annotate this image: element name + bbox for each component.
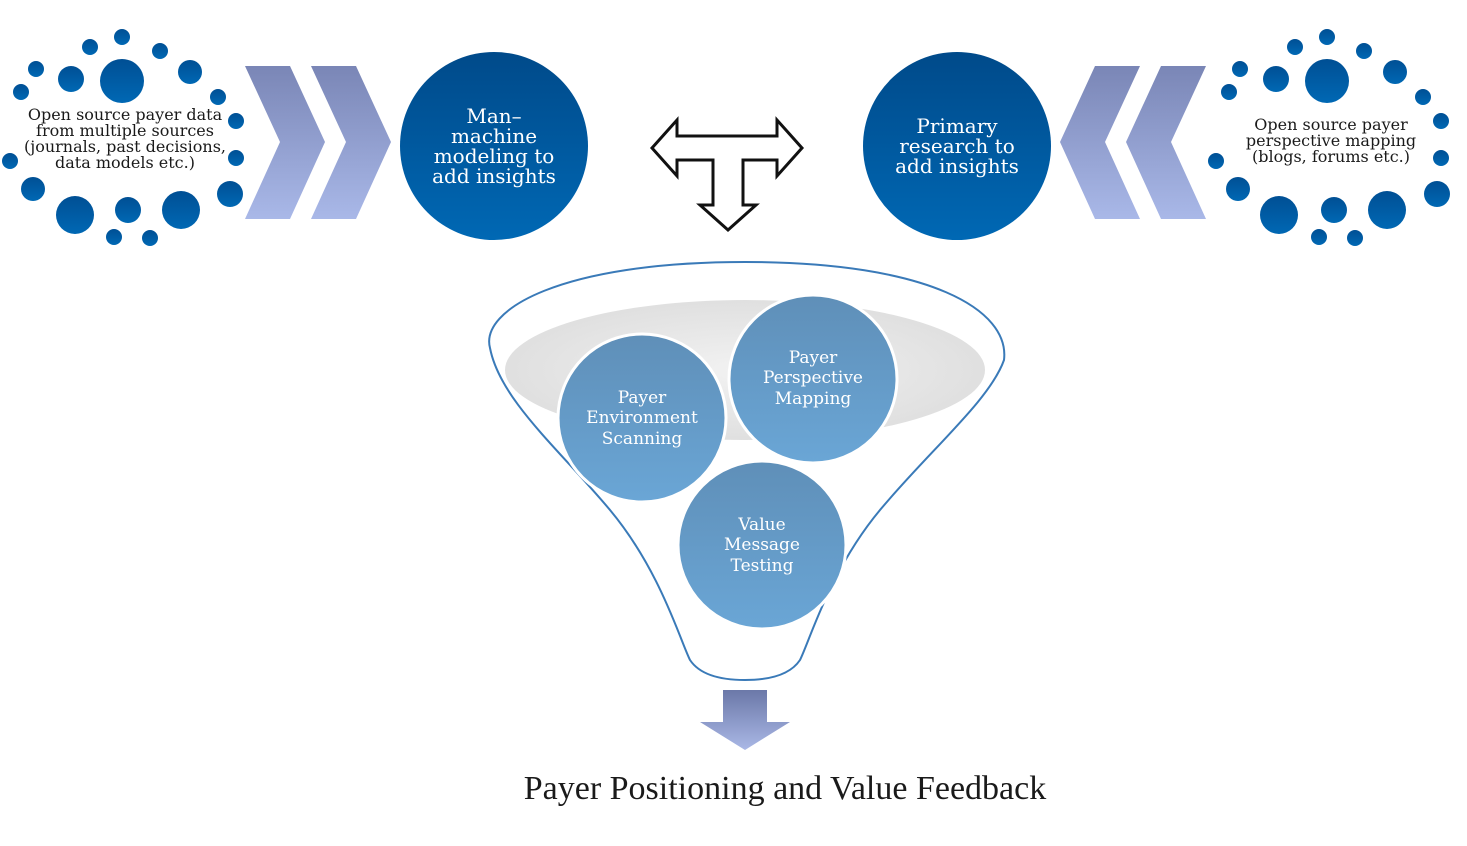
left-source-line-3: (journals, past decisions,: [24, 137, 226, 156]
bubble-payer-perspective-mapping: [727, 293, 899, 465]
right-source-dot-cloud: [1208, 29, 1450, 246]
bubble-3-line-3: Testing: [730, 555, 794, 576]
result-title: Payer Positioning and Value Feedback: [523, 770, 1047, 807]
right-process-circle: [863, 52, 1051, 240]
left-process-line-4: add insights: [432, 164, 556, 188]
right-source-line-3: (blogs, forums etc.): [1251, 147, 1411, 166]
right-source-line-2: perspective mapping: [1245, 131, 1417, 150]
three-way-arrow-icon: [649, 116, 805, 233]
bubble-1-line-2: Environment: [586, 408, 698, 429]
left-process-line-3: modeling to: [433, 144, 555, 168]
bubble-label-value-message-testing: Value Message Testing: [692, 515, 832, 576]
bubble-payer-environment-scanning: [556, 332, 728, 504]
bubble-value-message-testing: [676, 459, 848, 631]
chevron-right-icon: [245, 66, 391, 219]
left-process-label: Man– machine modeling to add insights: [414, 106, 574, 186]
left-process-line-2: machine: [450, 124, 538, 148]
bubble-label-payer-perspective-mapping: Payer Perspective Mapping: [743, 348, 883, 409]
bubble-1-line-3: Scanning: [601, 428, 683, 449]
right-process-line-1: Primary: [916, 114, 998, 138]
bubble-2-line-3: Mapping: [774, 388, 852, 409]
right-source-line-1: Open source payer: [1254, 115, 1408, 134]
down-arrow-icon: [700, 690, 790, 750]
left-source-label: Open source payer data from multiple sou…: [10, 107, 240, 171]
left-source-line-4: data models etc.): [55, 153, 195, 172]
left-process-circle: [400, 52, 588, 240]
bubble-3-line-1: Value: [738, 515, 786, 535]
bubble-1-line-1: Payer: [617, 388, 667, 408]
left-source-line-1: Open source payer data: [27, 105, 223, 124]
right-source-label: Open source payer perspective mapping (b…: [1226, 117, 1436, 165]
bubble-3-line-2: Message: [724, 535, 800, 556]
left-source-dot-cloud: [2, 29, 244, 246]
bubble-label-payer-environment-scanning: Payer Environment Scanning: [572, 388, 712, 449]
left-process-line-1: Man–: [466, 104, 522, 128]
right-process-label: Primary research to add insights: [877, 116, 1037, 176]
right-process-line-2: research to: [899, 134, 1015, 158]
right-process-line-3: add insights: [895, 154, 1019, 178]
left-source-line-2: from multiple sources: [36, 121, 214, 140]
bubble-2-line-2: Perspective: [763, 368, 863, 389]
bubble-2-line-1: Payer: [788, 348, 838, 368]
chevron-left-icon: [1060, 66, 1206, 219]
